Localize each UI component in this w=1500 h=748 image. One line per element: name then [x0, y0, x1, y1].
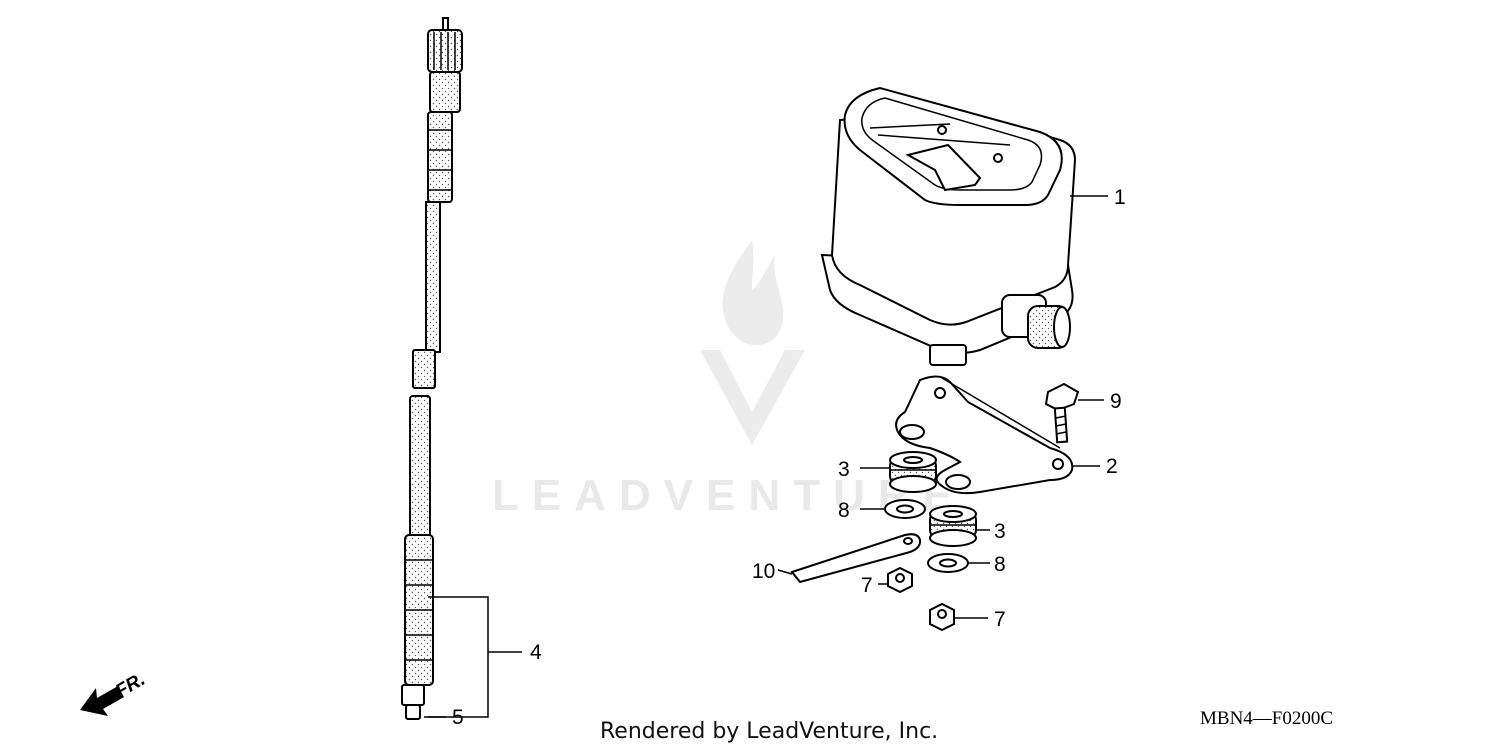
callout-7-right: 7 — [994, 608, 1006, 631]
callout-3-lower: 3 — [994, 520, 1006, 543]
washer-left — [884, 499, 926, 519]
callout-8-left: 8 — [838, 499, 850, 522]
callout-1: 1 — [1114, 186, 1126, 209]
ground-strap — [790, 533, 922, 584]
watermark-logo — [700, 240, 805, 445]
rubber-grommet-lower — [929, 505, 977, 547]
washer-right — [927, 553, 969, 573]
front-arrow-icon — [80, 686, 124, 716]
cap-nut-left — [887, 566, 913, 594]
bolt — [1044, 382, 1080, 444]
callout-9: 9 — [1110, 390, 1122, 413]
callout-4: 4 — [530, 641, 542, 664]
diagram-code: MBN4—F0200C — [1200, 708, 1333, 729]
watermark-text: LEADVENTURE — [492, 471, 965, 520]
callout-8-right: 8 — [994, 553, 1006, 576]
callout-3-upper: 3 — [838, 458, 850, 481]
speedometer-housing — [820, 86, 1077, 366]
callout-5: 5 — [452, 706, 464, 729]
callout-10: 10 — [752, 560, 775, 583]
rubber-grommet-upper — [889, 451, 937, 493]
callout-2: 2 — [1106, 455, 1118, 478]
footer-credit: Rendered by LeadVenture, Inc. — [600, 719, 938, 744]
callout-7-left: 7 — [861, 574, 873, 597]
cap-nut-right — [929, 602, 955, 632]
mounting-bracket — [895, 375, 1074, 495]
speedometer-cable — [401, 17, 463, 720]
